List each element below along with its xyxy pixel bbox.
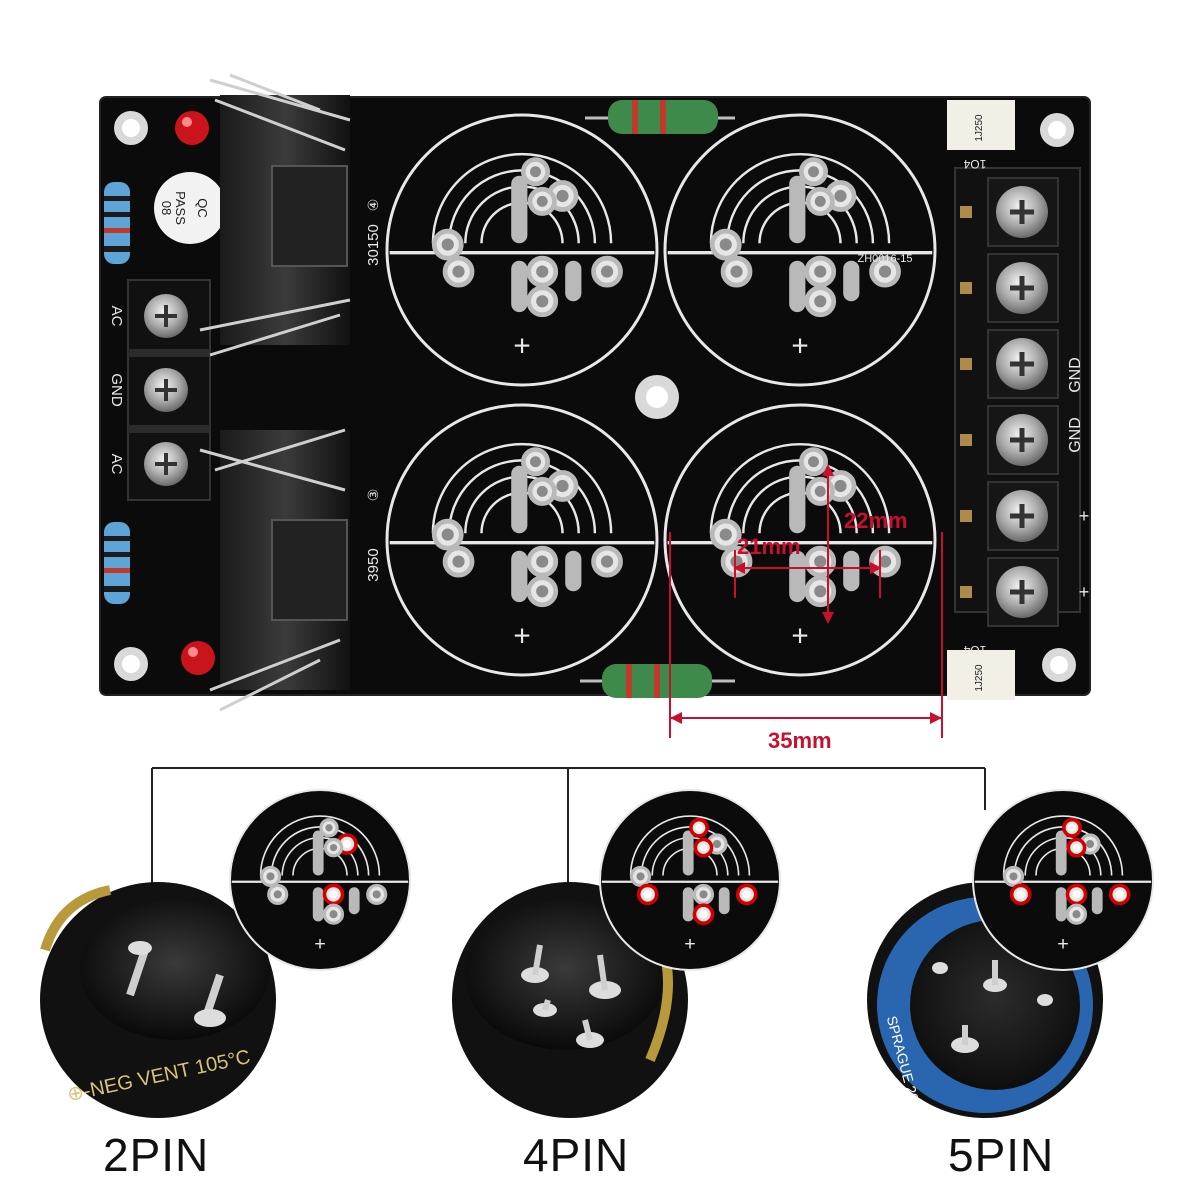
dimension-annotations: 22mm 21mm 35mm <box>669 464 943 753</box>
capacitor-footprints: + + + + <box>385 113 937 677</box>
ac-top-label: AC <box>108 306 125 327</box>
silkscreen-labels: QC PASS 08 AC GND AC 30150 ④ 3950 ③ ZH00… <box>108 114 1089 692</box>
regulator-heatsink <box>199 73 351 357</box>
film-capacitor-icon <box>947 650 1015 700</box>
mounting-hole-icon <box>114 647 148 681</box>
gnd-right-label-1: GND <box>1067 357 1084 393</box>
capacitor-footprint: + <box>385 113 659 387</box>
variant-pin-diagrams: + + + <box>229 789 1154 971</box>
left-components <box>104 73 351 712</box>
ac-bottom-label: AC <box>108 454 125 475</box>
film-cap-bottom-label: 1J250 <box>974 664 985 692</box>
mounting-hole-icon <box>1042 648 1076 682</box>
terminal-screw-icon <box>960 329 1059 399</box>
dimension-22mm: 22mm <box>844 508 908 533</box>
svg-text:+: + <box>684 933 696 955</box>
regulator-top-number: ④ <box>365 199 381 212</box>
terminal-screw-icon <box>960 481 1059 551</box>
svg-text:+: + <box>791 329 808 362</box>
film-cap-top-ref: 1O4 <box>963 157 986 171</box>
mounting-hole-icon <box>635 375 679 419</box>
led-icon <box>175 111 209 145</box>
terminal-screw-icon <box>960 405 1059 475</box>
pin-diagram-4pin: + <box>599 789 781 971</box>
ac-terminal-block <box>127 279 211 501</box>
resistor-icon <box>104 182 130 264</box>
terminal-screw-icon <box>960 177 1059 247</box>
led-icon <box>181 641 215 675</box>
plus-label-1: + <box>1079 506 1090 526</box>
capacitor-footprint: + <box>385 403 659 677</box>
dimension-35mm: 35mm <box>768 728 832 753</box>
variant-4pin-label: 4PIN <box>523 1129 630 1181</box>
resistor-icon <box>104 522 130 604</box>
svg-text:+: + <box>513 619 530 652</box>
qc-label-line3: 08 <box>159 201 174 215</box>
variant-2pin-capacitor: ⊕-NEG VENT 105°C <box>40 882 276 1118</box>
regulator-top-label: 30150 <box>365 224 382 266</box>
mounting-hole-icon <box>114 111 148 145</box>
regulator-heatsink <box>199 428 350 712</box>
film-cap-bottom-ref: 1O4 <box>963 643 986 657</box>
power-resistor-icon <box>585 100 735 134</box>
regulator-bottom-number: ③ <box>365 489 381 502</box>
pin-diagram-5pin: + <box>972 789 1154 971</box>
variant-2pin-label: 2PIN <box>103 1129 210 1181</box>
svg-text:+: + <box>513 329 530 362</box>
dimension-21mm: 21mm <box>737 534 801 559</box>
film-cap-top-label: 1J250 <box>974 114 985 142</box>
pin-diagram-2pin: + <box>229 789 411 971</box>
plus-label-2: + <box>1079 582 1090 602</box>
terminal-screw-icon <box>960 253 1059 323</box>
svg-text:+: + <box>1057 933 1069 955</box>
variant-5pin-label: 5PIN <box>948 1129 1055 1181</box>
svg-text:+: + <box>314 933 326 955</box>
qc-sticker <box>154 172 226 244</box>
capacitor-footprint: + <box>663 113 937 387</box>
terminal-screw-icon <box>960 557 1059 627</box>
regulator-bottom-label: 3950 <box>365 548 382 581</box>
film-capacitor-icon <box>947 100 1015 150</box>
variant-connector-lines <box>151 767 986 885</box>
qc-label-line1: QC <box>195 198 210 218</box>
model-label: ZH0016-15 <box>857 253 912 265</box>
mounting-hole-icon <box>1040 113 1074 147</box>
dc-output-terminal-block <box>954 167 1081 627</box>
power-resistor-icon <box>580 664 735 698</box>
gnd-left-label: GND <box>108 373 125 407</box>
svg-text:+: + <box>791 619 808 652</box>
qc-label-line2: PASS <box>173 191 188 225</box>
gnd-right-label-2: GND <box>1067 417 1084 453</box>
